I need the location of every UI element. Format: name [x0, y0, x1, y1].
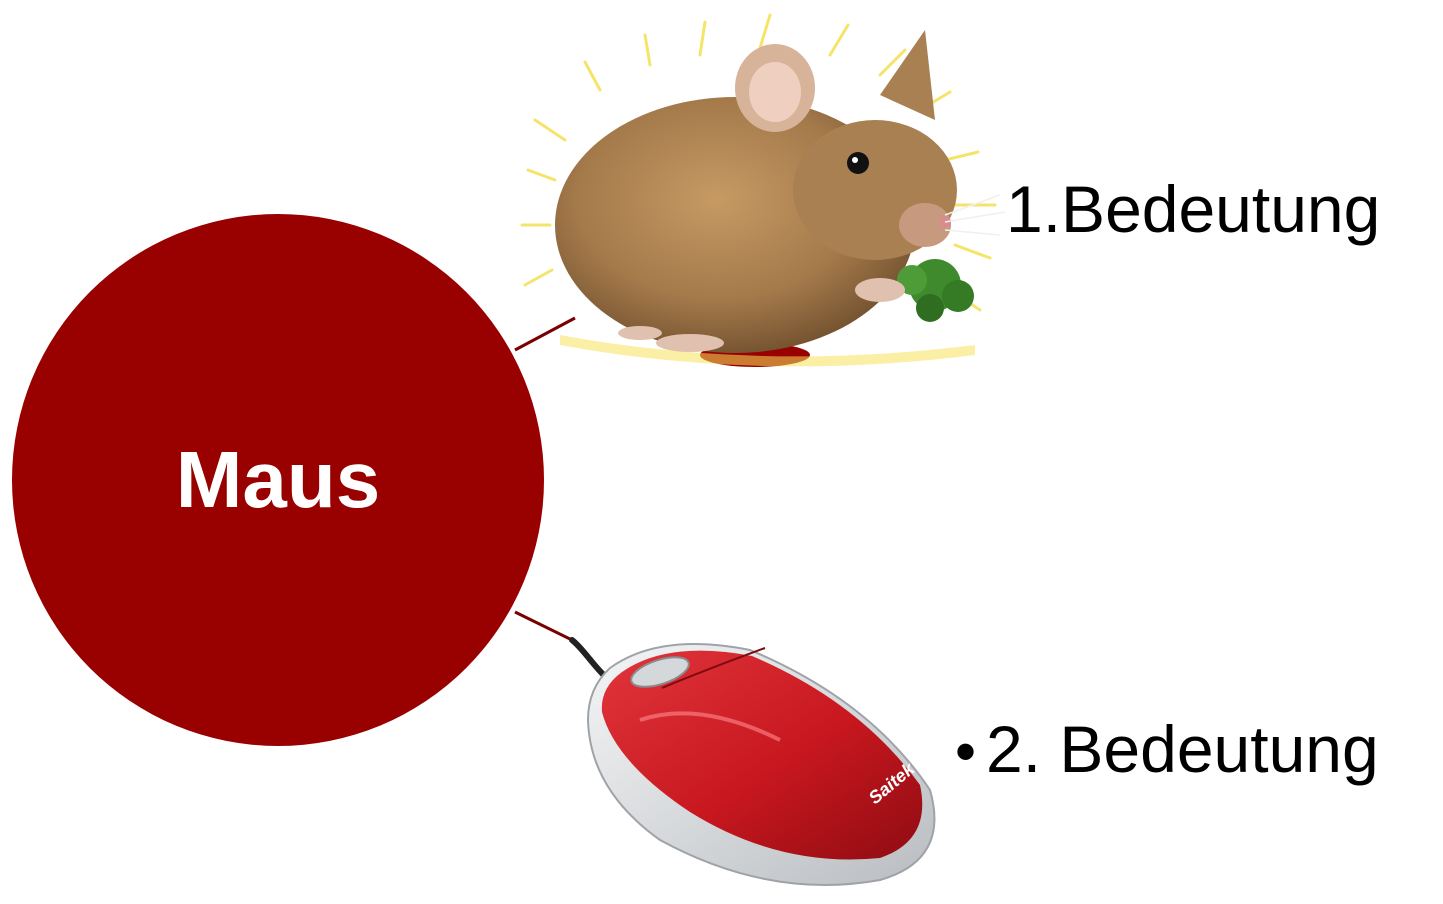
connector-line-bottom [515, 612, 572, 640]
computer-mouse-image: Saitek [572, 640, 934, 885]
center-label: Maus [12, 440, 544, 520]
meaning-2-item: •2. Bedeutung [955, 716, 1379, 782]
meaning-2-label: 2. Bedeutung [986, 712, 1379, 786]
rodent-mouse-image [522, 15, 1005, 367]
bullet-icon: • [955, 718, 976, 785]
meaning-1-label: 1.Bedeutung [1006, 176, 1380, 242]
